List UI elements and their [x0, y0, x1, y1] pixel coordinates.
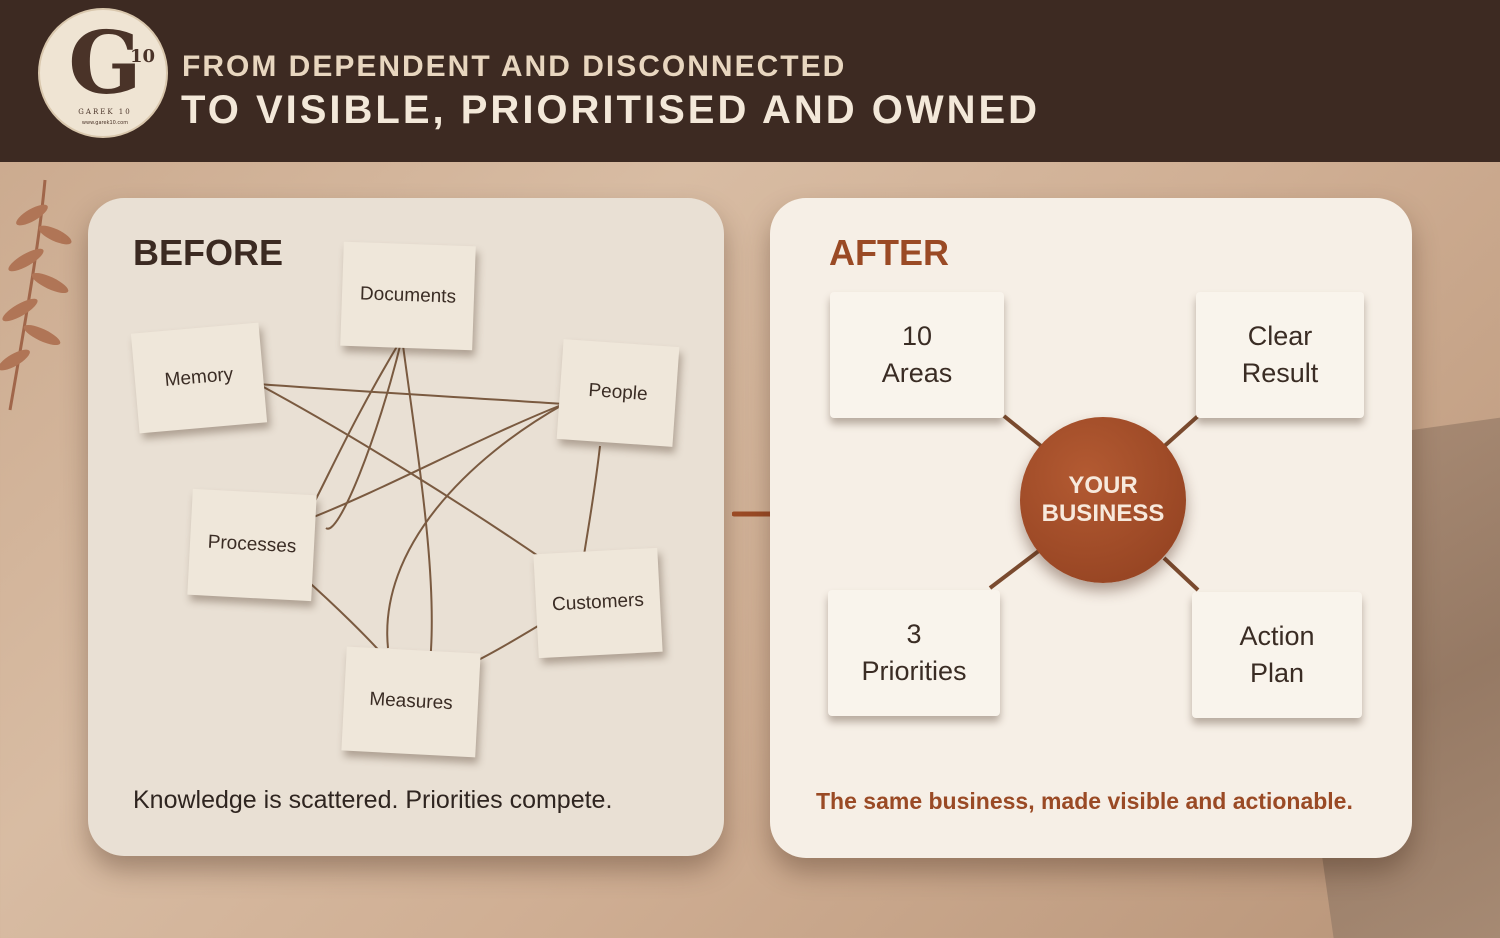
header-bar: G 10 GAREK 10 www.garek10.com FROM DEPEN… — [0, 0, 1500, 162]
string — [401, 337, 433, 664]
after-caption: The same business, made visible and acti… — [816, 788, 1353, 814]
fern-leaf-decoration — [0, 179, 72, 411]
note-people: People — [556, 339, 680, 447]
card-line1: 10 — [901, 321, 933, 351]
card-10-areas: 10 Areas — [830, 292, 1004, 418]
card-line1: 3 — [906, 619, 922, 649]
before-panel: BEFORE Documents Memory People Processes… — [88, 198, 724, 856]
card-line2: Priorities — [861, 656, 967, 686]
card-line2: Areas — [881, 358, 953, 388]
hub-line1: YOUR — [1068, 472, 1138, 499]
note-measures: Measures — [341, 646, 481, 758]
card-line2: Result — [1241, 358, 1319, 388]
logo-brand: GAREK 10 — [78, 108, 132, 116]
page-title: TO VISIBLE, PRIORITISED AND OWNED — [181, 88, 1041, 132]
before-title: BEFORE — [133, 232, 284, 273]
note-processes: Processes — [187, 488, 317, 602]
connector — [1158, 414, 1200, 452]
string — [257, 383, 545, 561]
connector — [1002, 414, 1048, 452]
page-subtitle: FROM DEPENDENT AND DISCONNECTED — [182, 50, 847, 83]
after-panel: AFTER 10 Areas Clear Result 3 Priorities… — [770, 198, 1412, 858]
string — [386, 403, 565, 649]
note-label: Documents — [359, 283, 457, 308]
brand-logo: G 10 GAREK 10 www.garek10.com — [38, 8, 168, 138]
logo-url: www.garek10.com — [81, 120, 129, 126]
note-label: Measures — [368, 688, 454, 715]
connector — [988, 548, 1042, 590]
hub-line2: BUSINESS — [1041, 500, 1165, 527]
your-business-hub: YOUR BUSINESS — [1020, 417, 1186, 583]
hub-connectors — [988, 414, 1200, 592]
card-action-plan: Action Plan — [1192, 592, 1362, 718]
connector — [1162, 556, 1200, 592]
note-label: Processes — [207, 531, 297, 558]
note-label: Customers — [551, 589, 645, 616]
card-clear-result: Clear Result — [1196, 292, 1364, 418]
string — [305, 403, 565, 521]
note-label: People — [587, 379, 649, 406]
string — [301, 575, 385, 657]
note-label: Memory — [163, 364, 235, 391]
logo-superscript: 10 — [130, 46, 156, 67]
card-3-priorities: 3 Priorities — [828, 590, 1000, 716]
before-caption: Knowledge is scattered. Priorities compe… — [133, 786, 613, 814]
logo-letter: G — [68, 13, 142, 114]
note-customers: Customers — [533, 547, 663, 659]
after-title: AFTER — [829, 232, 949, 273]
string — [581, 445, 601, 569]
card-line1: Action — [1239, 621, 1315, 651]
card-line2: Plan — [1249, 658, 1305, 688]
card-line1: Clear — [1247, 321, 1313, 351]
string — [305, 337, 403, 519]
string — [325, 337, 403, 530]
note-documents: Documents — [340, 241, 476, 351]
note-memory: Memory — [130, 322, 268, 434]
string — [257, 383, 565, 405]
